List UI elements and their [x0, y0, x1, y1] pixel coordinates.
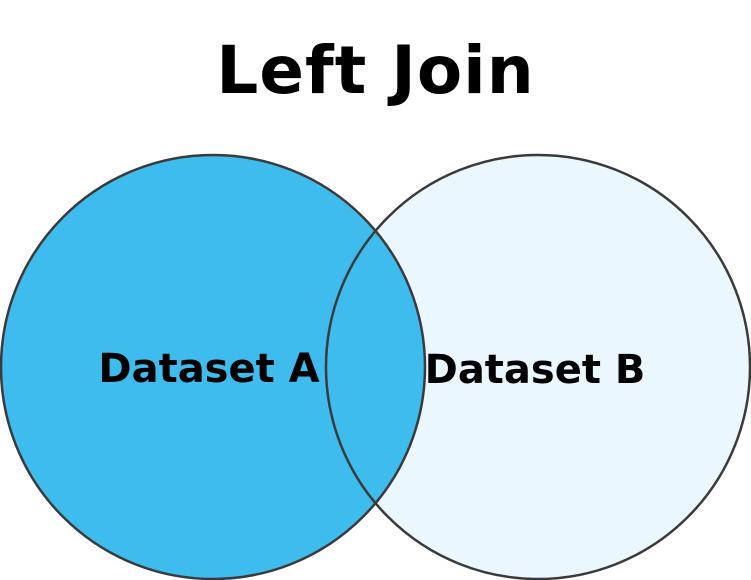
dataset-b-circle	[326, 155, 750, 579]
dataset-b-label: Dataset B	[424, 347, 646, 393]
dataset-a-outline	[0, 153, 427, 580]
dataset-a-circle	[1, 155, 425, 579]
dataset-b-outline	[324, 153, 751, 580]
diagram-title: Left Join	[216, 32, 535, 109]
dataset-a-label: Dataset A	[98, 346, 320, 392]
